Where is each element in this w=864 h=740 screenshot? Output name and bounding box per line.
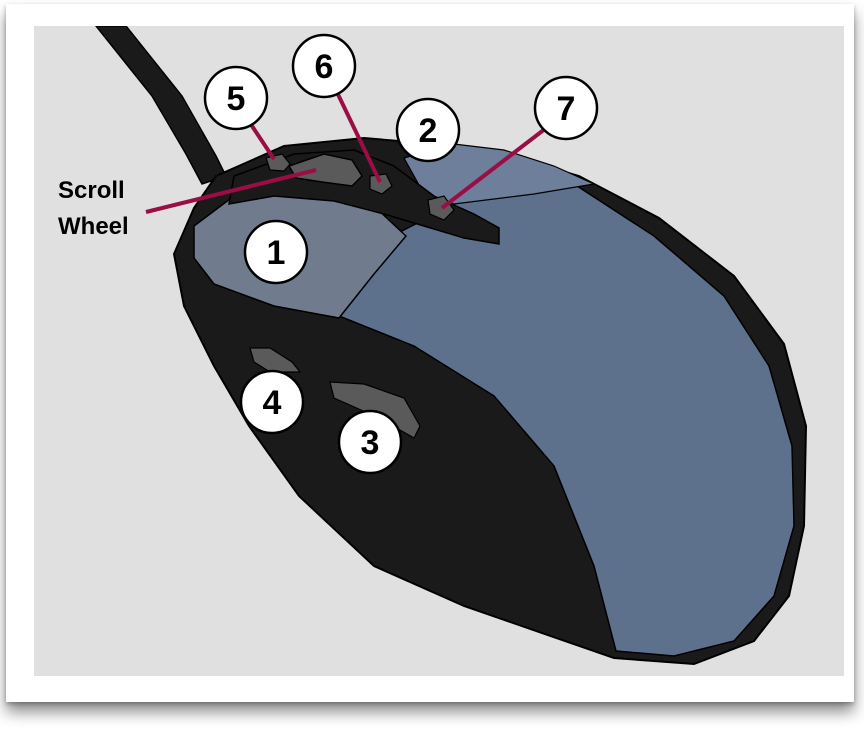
callout-6-label: 6 xyxy=(315,48,334,86)
leader-line-6 xyxy=(332,85,382,183)
callout-2: 2 xyxy=(395,97,461,163)
callout-6: 6 xyxy=(291,33,357,99)
diagram-canvas: 5 6 2 7 1 4 3 xyxy=(34,26,844,676)
scroll-wheel-label-line2: Wheel xyxy=(58,213,129,240)
mouse-top-shell xyxy=(337,183,795,657)
callout-5: 5 xyxy=(203,65,269,131)
leader-line-scroll-wheel xyxy=(145,168,317,214)
callout-5-label: 5 xyxy=(227,80,246,118)
leader-line-5 xyxy=(246,118,276,161)
callout-3-label: 3 xyxy=(361,424,380,462)
mouse-diagram: 5 6 2 7 1 4 3 xyxy=(58,26,808,666)
callout-1: 1 xyxy=(243,219,309,285)
side-button-4 xyxy=(249,347,302,373)
callout-3: 3 xyxy=(337,409,403,475)
scroll-wheel xyxy=(287,153,363,187)
side-button-3 xyxy=(329,381,421,439)
callout-2-label: 2 xyxy=(419,112,438,150)
callout-4: 4 xyxy=(239,369,305,435)
callout-7: 7 xyxy=(533,75,599,141)
callout-7-label: 7 xyxy=(557,90,576,128)
scroll-wheel-label-line1: Scroll xyxy=(58,177,125,204)
callout-4-label: 4 xyxy=(263,384,282,422)
callout-1-label: 1 xyxy=(267,234,286,272)
button-6 xyxy=(369,173,393,195)
diagram-frame: 5 6 2 7 1 4 3 xyxy=(6,4,854,702)
leader-line-7 xyxy=(440,120,556,210)
